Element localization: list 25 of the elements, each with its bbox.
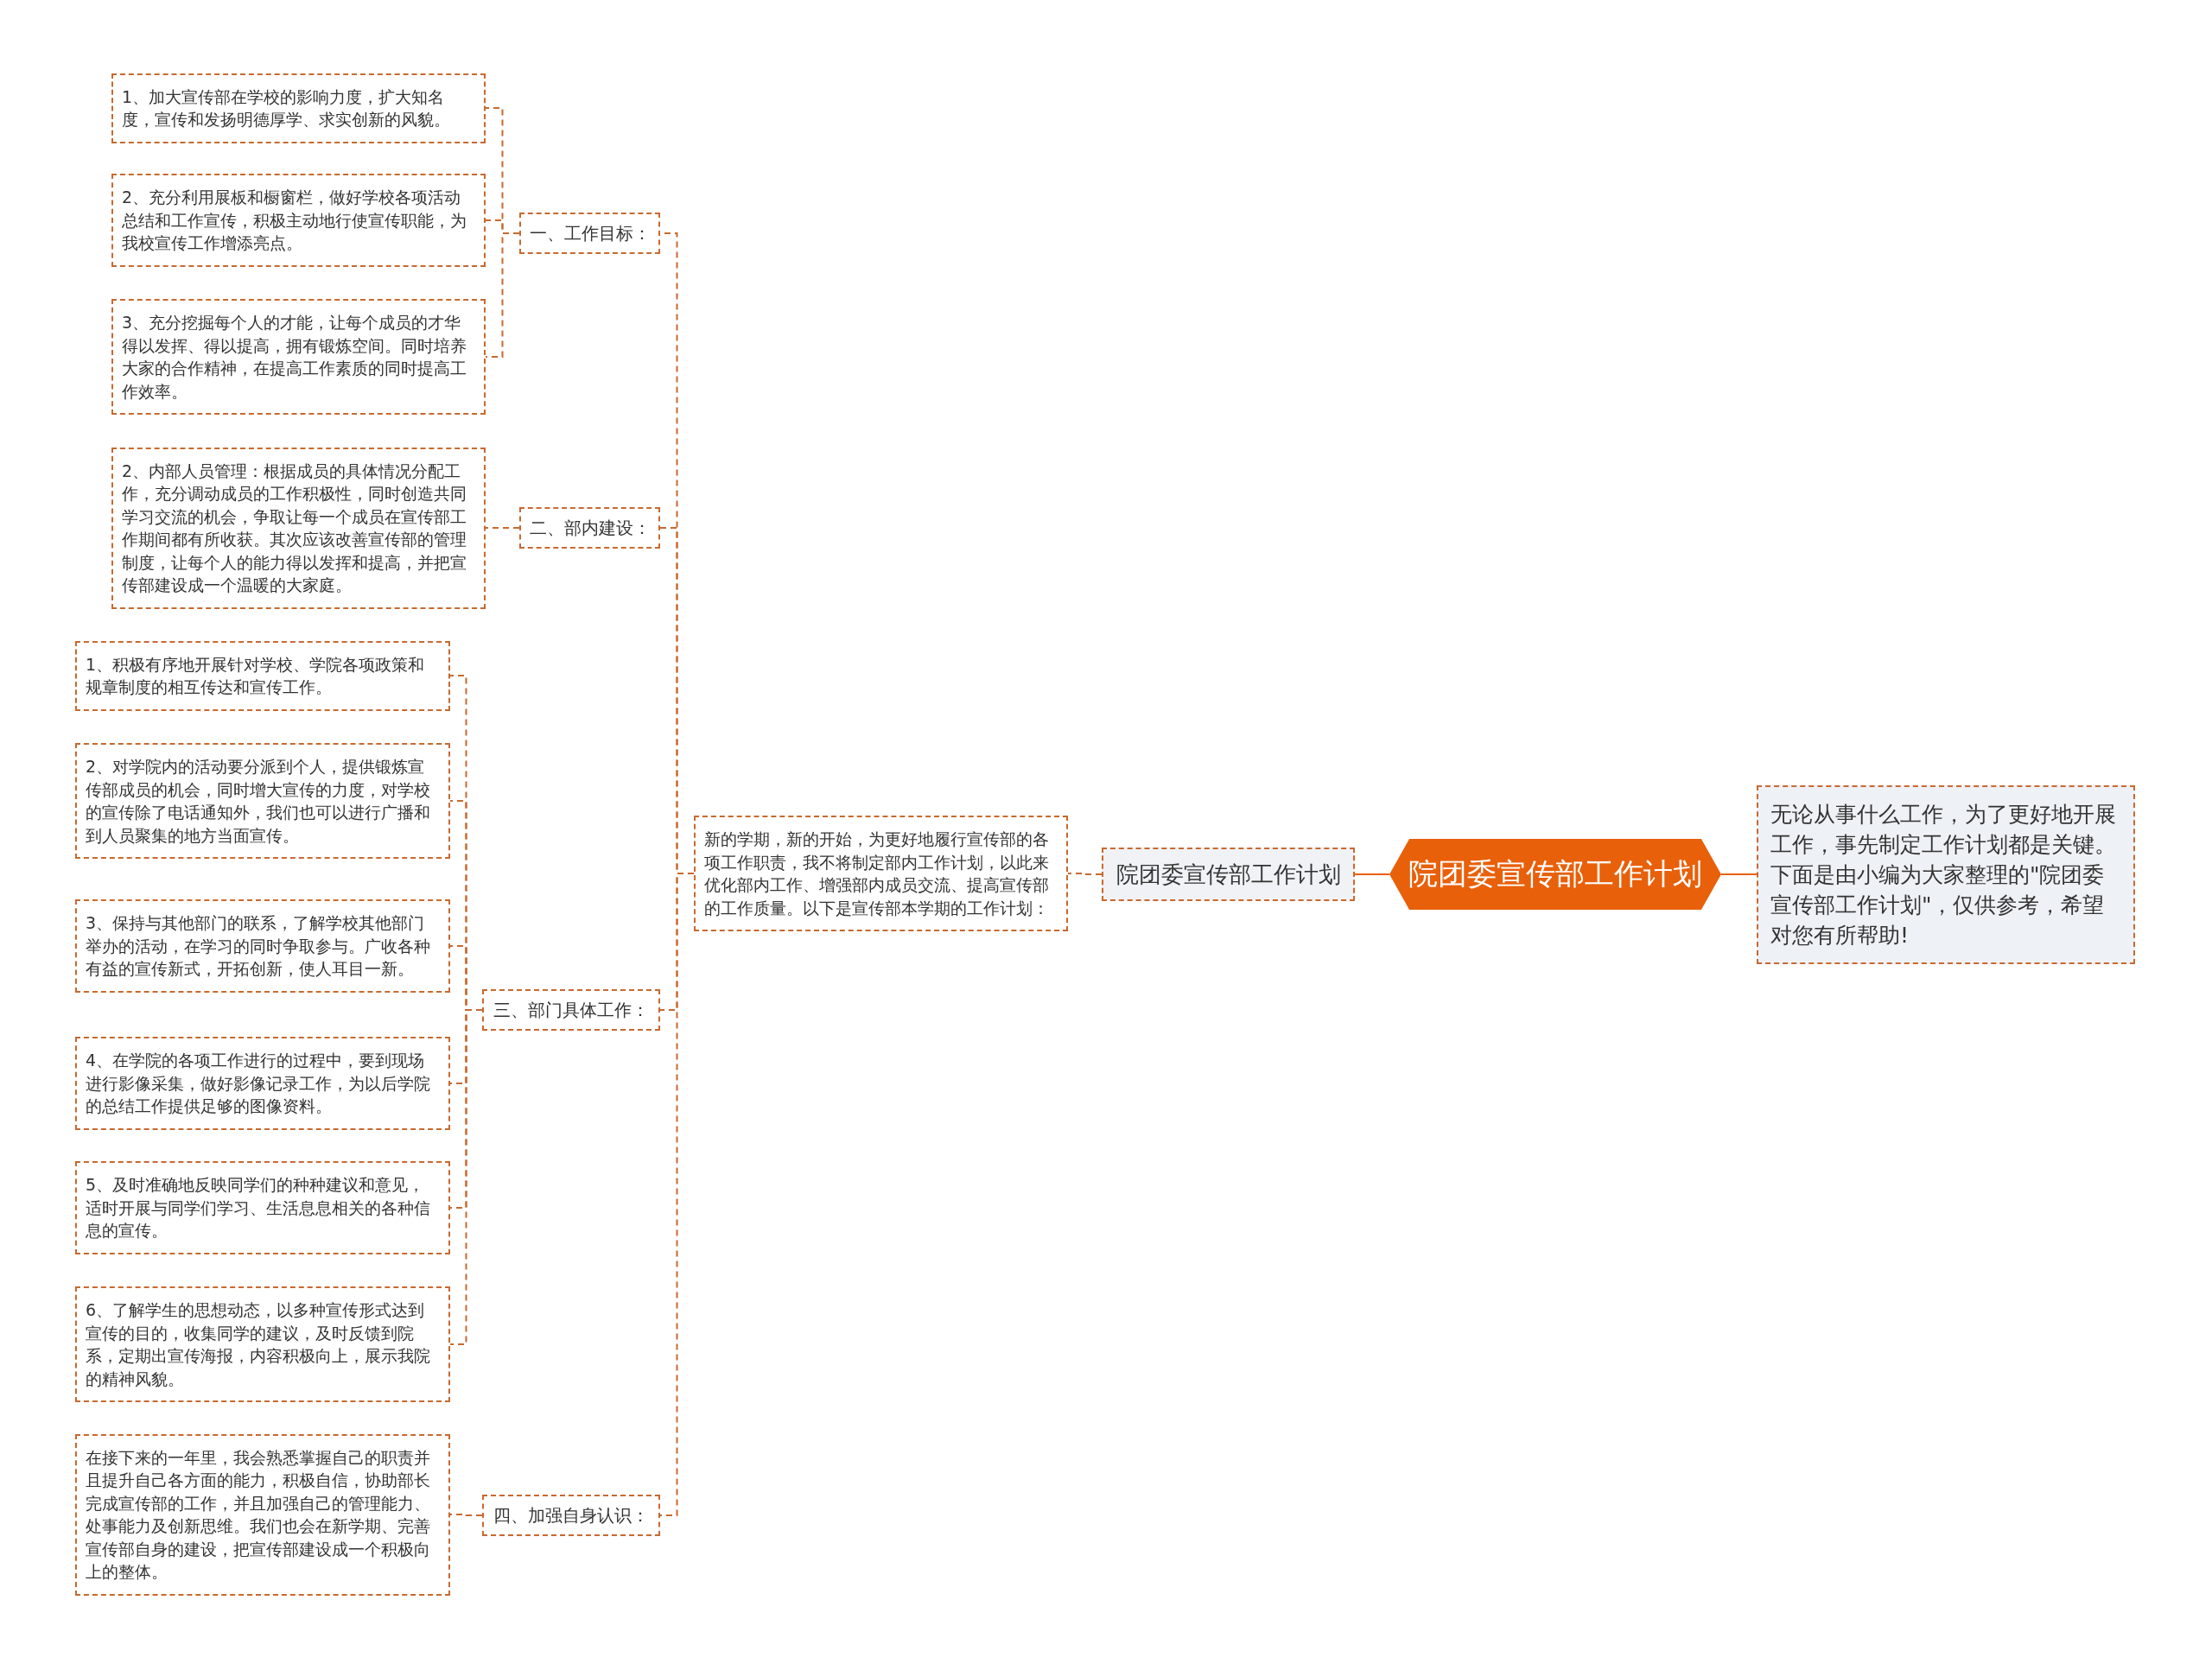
subtopic-box: 一、工作目标： (519, 213, 660, 254)
text-box: 新的学期，新的开始，为更好地履行宣传部的各项工作职责，我不将制定部内工作计划，以此来优化部内工作、增强部内成员交流、提高宣传部的工作质量。以下是宣传部本学期的工作计划： (694, 816, 1068, 931)
connector-line (449, 1514, 483, 1516)
connector-line (1354, 873, 1390, 875)
connector-line (485, 232, 520, 358)
text-box: 1、加大宣传部在学校的影响力度，扩大知名度，宣传和发扬明德厚学、求实创新的风貌。 (111, 73, 486, 143)
subtopic-box: 二、部内建设： (519, 507, 660, 549)
text-box: 3、充分挖掘每个人的才能，让每个成员的才华得以发挥、得以提高，拥有锻炼空间。同时培养大家的合作精神，在提高工作素质的同时提高工作效率。 (111, 299, 486, 415)
text-box: 2、内部人员管理：根据成员的具体情况分配工作，充分调动成员的工作积极性，同时创造共同学习交流的机会，争取让每一个成员在宣传部工作期间都有所收获。其次应该改善宣传部的管理制度，让每个人的能力得以发挥和提高，并把宣传部建设成一个温暖的大家庭。 (111, 447, 486, 609)
subtopic-box: 四、加强自身认识： (482, 1495, 660, 1536)
text-box: 6、了解学生的思想动态，以多种宣传形式达到宣传的目的，收集同学的建议，及时反馈到院系，定期出宣传海报，内容积极向上，展示我院的精神风貌。 (75, 1286, 450, 1402)
text-box: 4、在学院的各项工作进行的过程中，要到现场进行影像采集，做好影像记录工作，为以后学院的总结工作提供足够的图像资料。 (75, 1037, 450, 1130)
connector-line (485, 527, 520, 529)
connector-line (1067, 873, 1103, 875)
topic-box: 院团委宣传部工作计划 (1102, 848, 1355, 901)
central-topic: 院团委宣传部工作计划 (1389, 839, 1721, 910)
text-box: 1、积极有序地开展针对学校、学院各项政策和规章制度的相互传达和宣传工作。 (75, 640, 450, 711)
text-box: 3、保持与其他部门的联系，了解学校其他部门举办的活动，在学习的同时争取参与。广收各种有益的宣传新式，开拓创新，使人耳目一新。 (75, 899, 450, 993)
subtopic-box: 三、部门具体工作： (482, 989, 660, 1031)
text-box: 5、及时准确地反映同学们的种种建议和意见，适时开展与同学们学习、生活息息相关的各种信息的宣传。 (75, 1161, 450, 1254)
connector-line (1720, 873, 1758, 875)
text-box: 2、对学院内的活动要分派到个人，提供锻炼宣传部成员的机会，同时增大宣传的力度，对学校的宣传除了电话通知外，我们也可以进行广播和到人员聚集的地方当面宣传。 (75, 743, 450, 859)
text-box: 在接下来的一年里，我会熟悉掌握自己的职责并且提升自己各方面的能力，积极自信，协助部长完成宣传部的工作，并且加强自己的管理能力、处事能力及创新思维。我们也会在新学期、完善宣传部自身的建设，把宣传部建设成一个积极向上的整体。 (75, 1433, 450, 1596)
text-box: 2、充分利用展板和橱窗栏，做好学校各项活动总结和工作宣传，积极主动地行使宣传职能，为我校宣传工作增添亮点。 (111, 174, 486, 267)
note-box: 无论从事什么工作，为了更好地开展工作，事先制定工作计划都是关键。下面是由小编为大家整理的"院团委宣传部工作计划"，仅供参考，希望对您有所帮助! (1757, 784, 2135, 964)
